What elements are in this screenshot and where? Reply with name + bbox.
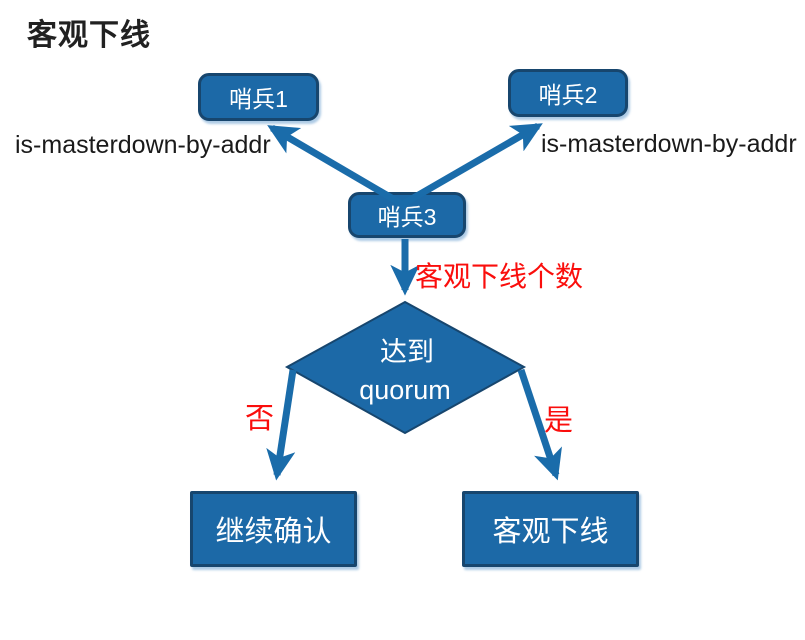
node-continue-confirm-label: 继续确认 xyxy=(215,516,332,548)
node-sentinel-2: 哨兵2 xyxy=(508,69,628,117)
decision-diamond-line1: 达到 xyxy=(380,337,434,367)
label-offline-count: 客观下线个数 xyxy=(415,261,584,292)
node-sentinel-3: 哨兵3 xyxy=(348,192,466,238)
label-branch-no: 否 xyxy=(245,403,275,435)
node-objective-offline-label: 客观下线 xyxy=(492,516,609,548)
label-is-masterdown-right: is-masterdown-by-addr xyxy=(541,130,797,158)
node-sentinel-1: 哨兵1 xyxy=(198,73,319,121)
decision-diamond-line2: quorum xyxy=(359,375,451,405)
page-title: 客观下线 xyxy=(27,19,151,52)
node-sentinel-3-label: 哨兵3 xyxy=(377,204,437,230)
node-objective-offline: 客观下线 xyxy=(462,491,639,567)
node-continue-confirm: 继续确认 xyxy=(190,491,357,567)
label-branch-yes: 是 xyxy=(544,405,574,437)
label-is-masterdown-left: is-masterdown-by-addr xyxy=(15,131,271,159)
edge-decision-no-to-continue xyxy=(266,369,297,481)
node-sentinel-2-label: 哨兵2 xyxy=(538,82,598,108)
decision-diamond xyxy=(284,300,527,435)
node-sentinel-1-label: 哨兵1 xyxy=(229,86,288,112)
